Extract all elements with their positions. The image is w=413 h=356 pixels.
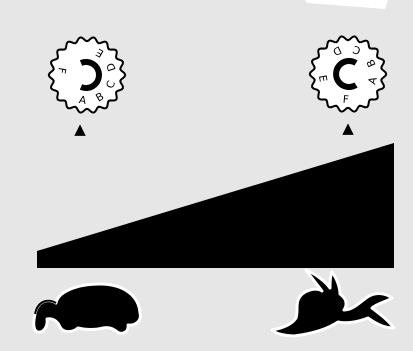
dial-left-marker: ▲ <box>74 120 86 138</box>
dial-right: A B C D E F <box>310 36 386 111</box>
dial-right-letter-5: F <box>342 94 349 106</box>
dial-left: A B C D E F <box>49 37 125 112</box>
dial-right-marker: ▲ <box>342 119 354 137</box>
